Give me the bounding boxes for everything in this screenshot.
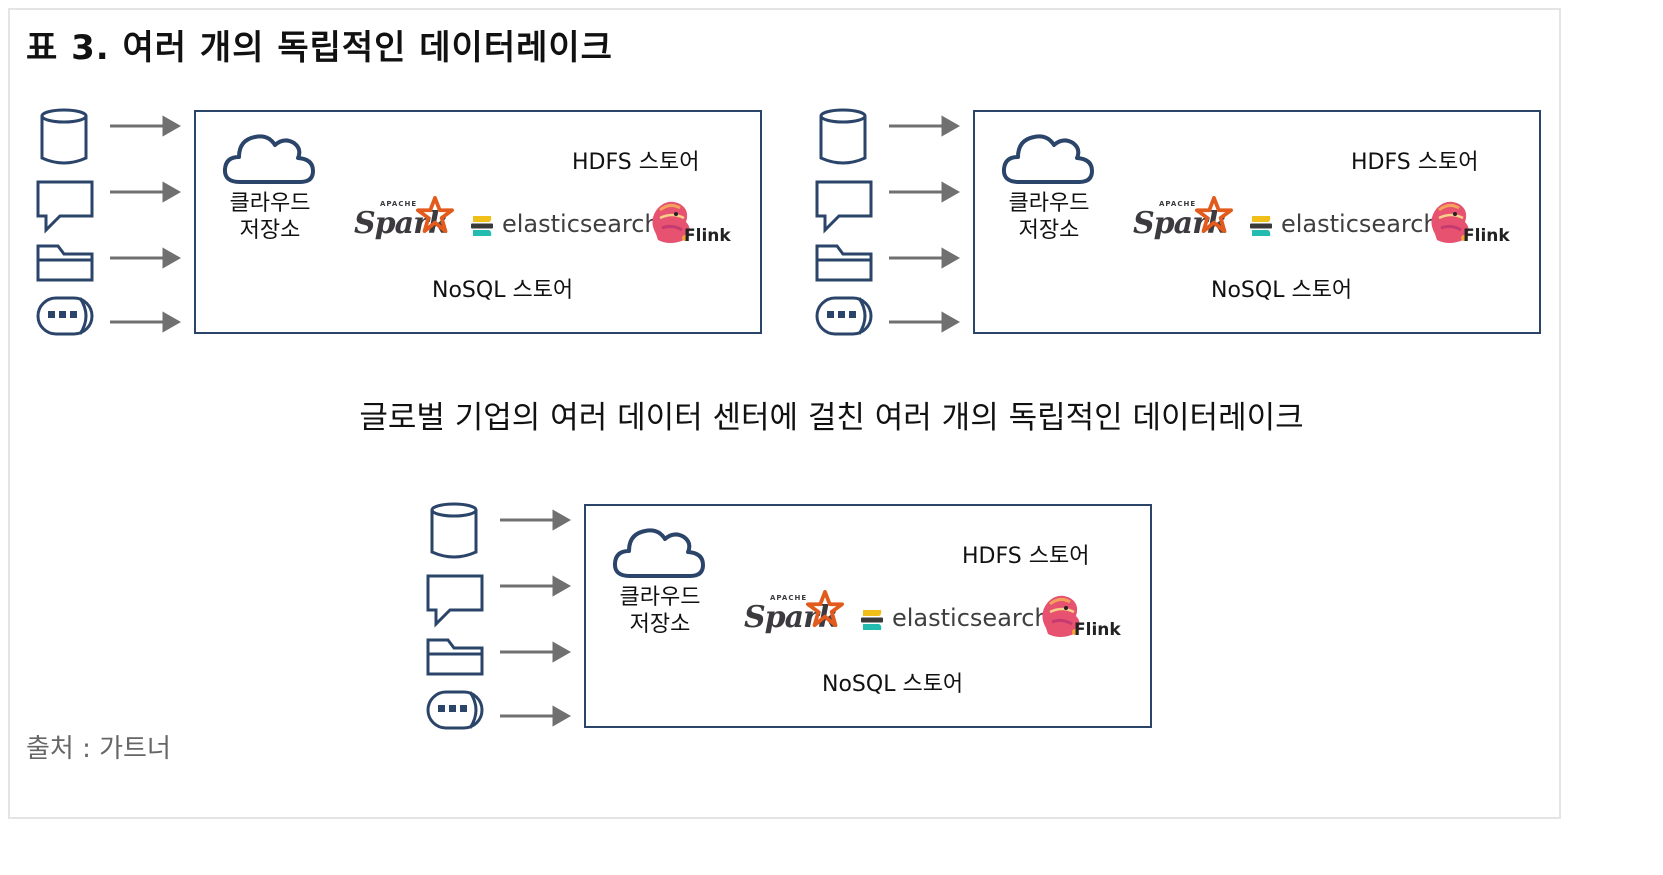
data-lake-box: 클라우드 저장소 HDFS 스토어 APACHE Spark elasticse… — [194, 110, 762, 334]
flink-squirrel-icon — [1042, 595, 1080, 637]
spark-star-icon — [416, 196, 454, 234]
cloud-label-line1: 클라우드 — [619, 585, 701, 610]
diagram-caption: 글로벌 기업의 여러 데이터 센터에 걸친 여러 개의 독립적인 데이터레이크 — [359, 400, 1304, 436]
database-icon — [819, 108, 867, 165]
cloud-icon — [222, 134, 315, 184]
hdfs-store-label: HDFS 스토어 — [572, 150, 700, 175]
database-icon — [430, 502, 478, 559]
cloud-icon — [612, 528, 705, 578]
flink-squirrel-icon — [652, 201, 690, 243]
cloud-label-line1: 클라우드 — [229, 191, 311, 216]
arrow-icon — [110, 115, 182, 333]
spark-logo: APACHE Spark — [744, 590, 854, 642]
cloud-icon — [1001, 134, 1094, 184]
nosql-store-label: NoSQL 스토어 — [1211, 278, 1353, 303]
elasticsearch-icon — [861, 610, 883, 630]
input-sources — [815, 108, 961, 336]
cloud-storage-label: 클라우드 저장소 — [216, 190, 324, 244]
folder-icon — [815, 244, 873, 282]
database-icon — [40, 108, 88, 165]
elasticsearch-word: elasticsearch — [502, 210, 660, 238]
figure-frame — [8, 8, 1561, 819]
input-sources — [36, 108, 182, 336]
figure-title: 표 3. 여러 개의 독립적인 데이터레이크 — [26, 28, 613, 68]
data-lake-box: 클라우드 저장소 HDFS 스토어 APACHE Spark elasticse… — [973, 110, 1541, 334]
elasticsearch-icon — [1250, 216, 1272, 236]
spark-logo: APACHE Spark — [354, 196, 464, 248]
flink-word: Flink — [684, 226, 731, 246]
spark-apache-text: APACHE — [770, 594, 808, 602]
spark-apache-text: APACHE — [380, 200, 418, 208]
message-icon — [426, 574, 484, 628]
flink-word: Flink — [1074, 620, 1121, 640]
flink-logo: Flink — [1036, 590, 1132, 646]
hdfs-store-label: HDFS 스토어 — [1351, 150, 1479, 175]
elasticsearch-logo: elasticsearch — [858, 604, 1050, 638]
elasticsearch-word: elasticsearch — [892, 604, 1050, 632]
input-sources — [426, 502, 572, 730]
cloud-storage-label: 클라우드 저장소 — [995, 190, 1103, 244]
cloud-label-line1: 클라우드 — [1008, 191, 1090, 216]
flink-squirrel-icon — [1431, 201, 1469, 243]
source-note: 출처 : 가트너 — [26, 734, 171, 764]
stream-icon — [426, 690, 484, 730]
elasticsearch-logo: elasticsearch — [1247, 210, 1439, 244]
spark-logo: APACHE Spark — [1133, 196, 1243, 248]
data-lake-box: 클라우드 저장소 HDFS 스토어 APACHE Spark elasticse… — [584, 504, 1152, 728]
spark-apache-text: APACHE — [1159, 200, 1197, 208]
data-lake-group-1: 클라우드 저장소 HDFS 스토어 APACHE Spark elasticse… — [34, 108, 774, 348]
elasticsearch-icon — [471, 216, 493, 236]
folder-icon — [426, 638, 484, 676]
message-icon — [36, 180, 94, 234]
arrow-icon — [500, 509, 572, 727]
message-icon — [815, 180, 873, 234]
cloud-storage-label: 클라우드 저장소 — [606, 584, 714, 638]
folder-icon — [36, 244, 94, 282]
nosql-store-label: NoSQL 스토어 — [822, 672, 964, 697]
elasticsearch-logo: elasticsearch — [468, 210, 660, 244]
data-lake-group-3: 클라우드 저장소 HDFS 스토어 APACHE Spark elasticse… — [424, 502, 1164, 742]
data-lake-group-2: 클라우드 저장소 HDFS 스토어 APACHE Spark elasticse… — [813, 108, 1553, 348]
cloud-label-line2: 저장소 — [629, 612, 691, 637]
spark-star-icon — [806, 590, 844, 628]
stream-icon — [36, 296, 94, 336]
flink-word: Flink — [1463, 226, 1510, 246]
nosql-store-label: NoSQL 스토어 — [432, 278, 574, 303]
cloud-label-line2: 저장소 — [239, 218, 301, 243]
spark-star-icon — [1195, 196, 1233, 234]
cloud-label-line2: 저장소 — [1018, 218, 1080, 243]
stream-icon — [815, 296, 873, 336]
arrow-icon — [889, 115, 961, 333]
flink-logo: Flink — [646, 196, 742, 252]
hdfs-store-label: HDFS 스토어 — [962, 544, 1090, 569]
flink-logo: Flink — [1425, 196, 1521, 252]
elasticsearch-word: elasticsearch — [1281, 210, 1439, 238]
